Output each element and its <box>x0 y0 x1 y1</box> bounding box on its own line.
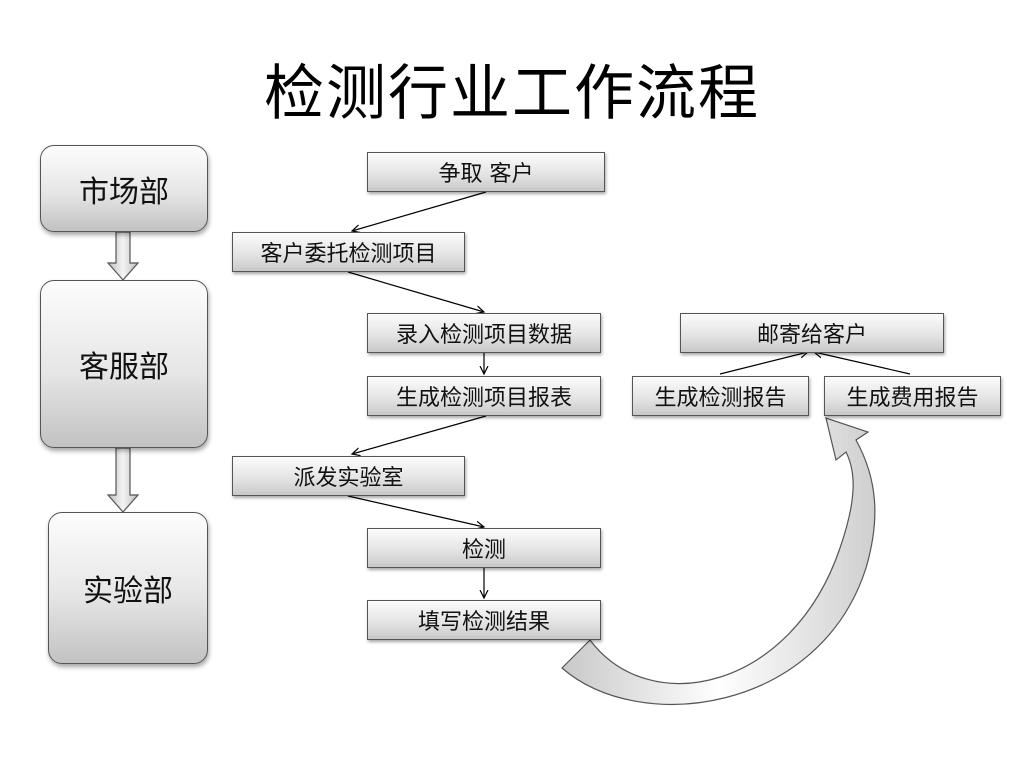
step-dispatch-lab: 派发实验室 <box>232 456 465 496</box>
arrow-testreport-to-mail <box>719 352 808 375</box>
arrow-win-to-commission <box>352 191 487 231</box>
step-enter-data: 录入检测项目数据 <box>367 313 601 353</box>
step-test-report: 生成检测报告 <box>632 376 809 416</box>
arrow-feereport-to-mail <box>814 352 911 375</box>
step-test: 检测 <box>367 528 601 568</box>
curved-arrow-results-to-reports <box>561 417 876 705</box>
dept-laboratory: 实验部 <box>48 512 208 664</box>
dept-customer-service: 客服部 <box>40 280 208 448</box>
step-client-commission: 客户委托检测项目 <box>232 232 465 272</box>
dept-arrow-service-to-lab <box>106 447 140 513</box>
step-generate-item-report: 生成检测项目报表 <box>367 376 601 416</box>
step-mail-to-client: 邮寄给客户 <box>680 313 944 353</box>
step-win-client: 争取 客户 <box>367 152 605 192</box>
arrow-commission-to-enter <box>347 271 484 312</box>
dept-marketing: 市场部 <box>40 145 208 232</box>
dept-arrow-market-to-service <box>106 231 140 281</box>
arrow-generate-to-dispatch <box>352 415 487 454</box>
step-fill-results: 填写检测结果 <box>367 600 601 640</box>
page-title: 检测行业工作流程 <box>264 59 760 129</box>
step-fee-report: 生成费用报告 <box>824 376 1001 416</box>
arrow-dispatch-to-test <box>347 495 484 527</box>
